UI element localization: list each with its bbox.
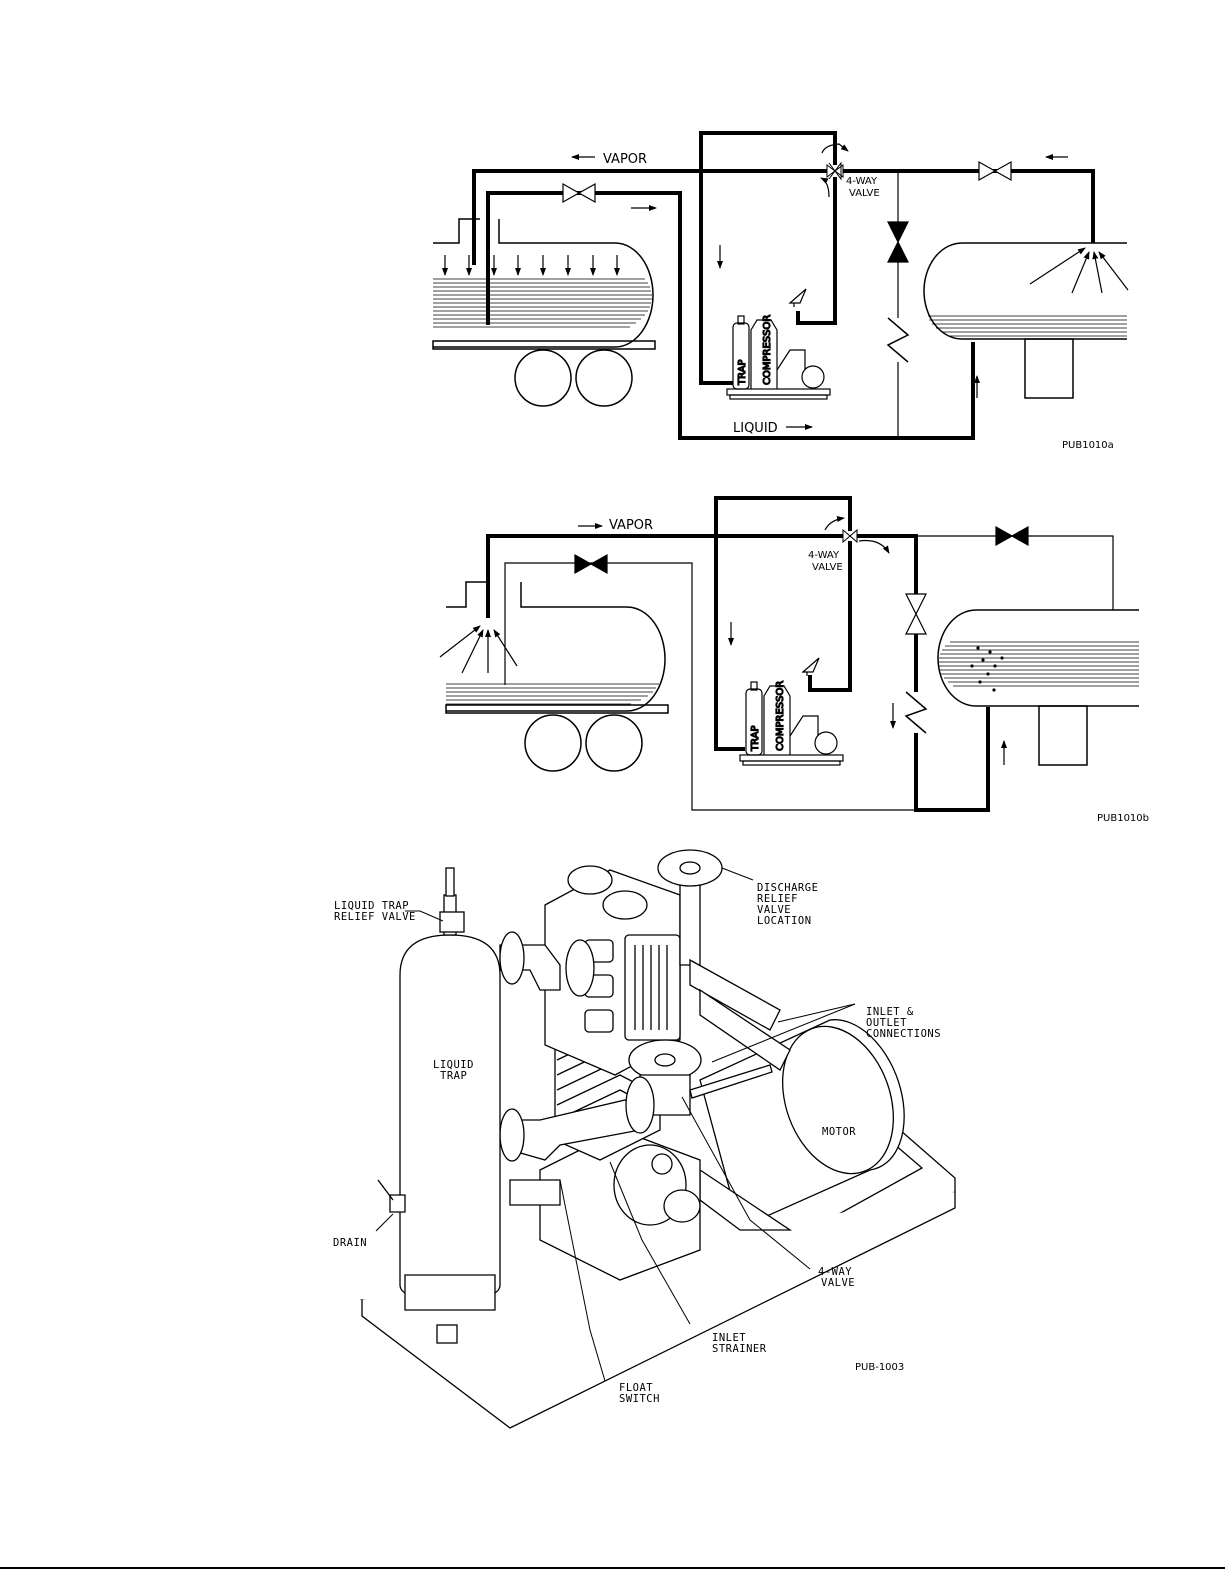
label-inlet-outlet-3: CONNECTIONS [866, 1028, 941, 1040]
label-inlet-strainer-2: STRAINER [712, 1343, 767, 1355]
tank-truck-b [440, 582, 668, 771]
footer-rule [0, 1567, 1225, 1569]
storage-tank-b [938, 610, 1139, 765]
label-discharge-4: LOCATION [757, 915, 812, 927]
figure-id-a: PUB1010a [1062, 440, 1114, 451]
label-four-way-2: VALVE [821, 1277, 855, 1289]
vapor-line-b [488, 498, 988, 810]
label-liquid-trap-2: TRAP [440, 1070, 467, 1082]
valve-b-1 [575, 555, 607, 573]
valve-label-a-1: 4-WAY [846, 176, 878, 187]
vapor-label-b: VAPOR [609, 518, 653, 533]
compressor-label-a: COMPRESSOR [762, 315, 773, 385]
valve-label-b-1: 4-WAY [808, 550, 840, 561]
storage-tank-a [924, 243, 1128, 398]
diagram-b: TRAP COMPRESSOR VAPOR 4-WAY VALVE PUB101… [440, 498, 1149, 824]
trap-label-b: TRAP [750, 725, 761, 752]
valve-a-2 [979, 162, 1011, 180]
compressor-unit-b: TRAP COMPRESSOR [740, 658, 843, 765]
compressor-illustration [362, 850, 955, 1428]
valve-b-2 [996, 527, 1028, 545]
label-liquid-trap-relief-2: RELIEF VALVE [334, 911, 416, 923]
vapor-label-a: VAPOR [603, 152, 647, 167]
valve-label-a-2: VALVE [849, 188, 880, 199]
figure-id-b: PUB1010b [1097, 813, 1149, 824]
trap-label-a: TRAP [737, 359, 748, 386]
compressor-label-b: COMPRESSOR [775, 681, 786, 751]
liquid-label-a: LIQUID [733, 421, 778, 436]
diagram-a: TRAP COMPRESSOR VAPOR LIQUID 4-WAY VALVE… [433, 133, 1128, 451]
valve-a-1 [563, 184, 595, 202]
four-way-valve-b [843, 530, 857, 542]
label-motor: MOTOR [822, 1126, 856, 1138]
label-float-switch-2: SWITCH [619, 1393, 660, 1405]
compressor-unit-a: TRAP COMPRESSOR [727, 289, 830, 399]
figure-id-illustration: PUB-1003 [855, 1362, 904, 1373]
tank-truck-a [433, 219, 655, 406]
valve-label-b-2: VALVE [812, 562, 843, 573]
four-way-valve-a [827, 163, 843, 179]
label-drain: DRAIN [333, 1237, 367, 1249]
